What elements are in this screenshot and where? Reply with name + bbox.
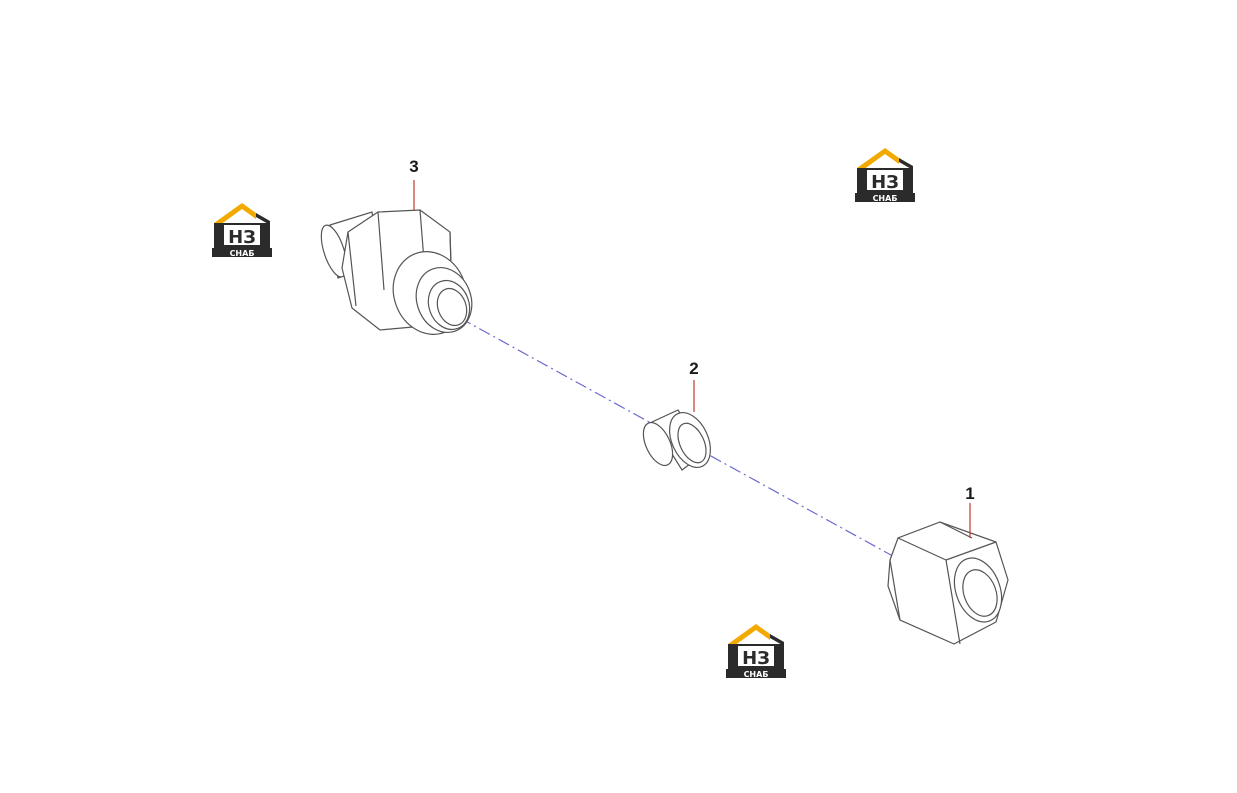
logo-letters: НЗ [228,227,256,248]
svg-text:СНАБ: СНАБ [744,670,769,679]
logo-roof [214,203,256,225]
callout-3: 3 [409,157,418,176]
svg-text:НЗ: НЗ [871,172,899,193]
part-3-union-fitting [316,210,481,345]
watermark-logo: НЗ СНАБ [855,148,915,203]
logo-caption: СНАБ [230,249,255,258]
callout-1: 1 [965,484,974,503]
svg-text:СНАБ: СНАБ [873,194,898,203]
svg-text:НЗ: НЗ [742,648,770,669]
watermark-logo: НЗ СНАБ [212,203,272,258]
watermark-logo: НЗ СНАБ [726,624,786,679]
part-2-ferrule-ring [637,406,718,474]
part-1-hex-nut [888,522,1010,644]
callout-2: 2 [689,359,698,378]
